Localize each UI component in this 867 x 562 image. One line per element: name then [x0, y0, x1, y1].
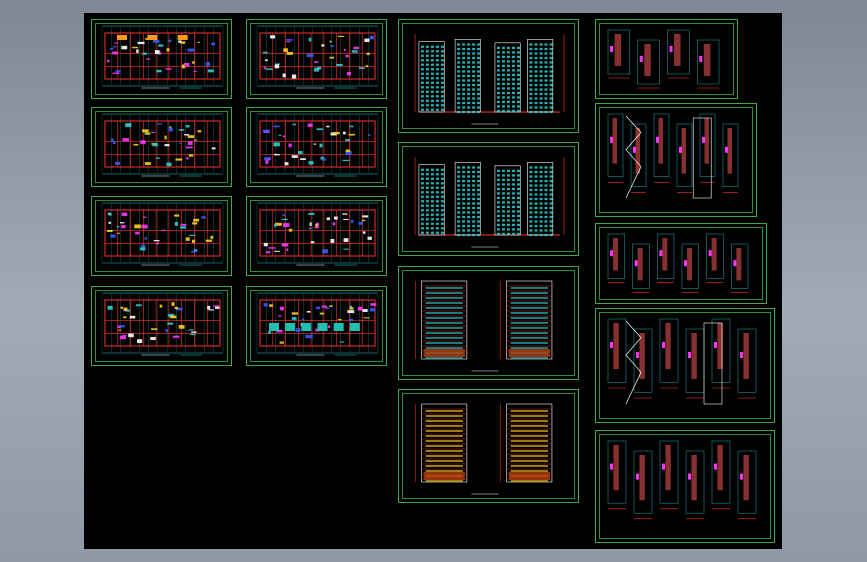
- sheet-elevation-sections[interactable]: [398, 389, 579, 503]
- sheet-inner-border: [402, 23, 575, 129]
- drawing-content: [607, 318, 757, 405]
- sheet-plan-right-3[interactable]: [246, 196, 387, 276]
- sheet-inner-border: [599, 107, 753, 213]
- drawing-content: [414, 157, 565, 248]
- sheet-inner-border: [599, 227, 763, 300]
- sheet-inner-border: [95, 111, 228, 183]
- sheet-inner-border: [599, 434, 771, 539]
- sheet-plan-left-2[interactable]: [91, 107, 232, 187]
- sheet-inner-border: [402, 393, 575, 499]
- sheet-elevation-sides[interactable]: [398, 266, 579, 380]
- drawing-content: [607, 29, 720, 89]
- drawing-content: [607, 113, 739, 199]
- sheet-plan-right-4[interactable]: [246, 286, 387, 366]
- sheet-detail-nodes[interactable]: [595, 223, 767, 304]
- sheet-inner-border: [402, 270, 575, 376]
- drawing-content: [256, 25, 379, 89]
- sheet-plan-right-1[interactable]: [246, 19, 387, 99]
- sheet-inner-border: [250, 23, 383, 95]
- sheet-inner-border: [95, 200, 228, 272]
- sheet-inner-border: [599, 23, 734, 95]
- drawing-content: [415, 280, 553, 372]
- sheet-inner-border: [95, 23, 228, 95]
- sheet-inner-border: [402, 146, 575, 252]
- sheet-plan-right-2[interactable]: [246, 107, 387, 187]
- sheet-plan-left-3[interactable]: [91, 196, 232, 276]
- drawing-content: [256, 292, 379, 356]
- drawing-content: [256, 202, 379, 266]
- drawing-content: [101, 202, 224, 266]
- drawing-content: [101, 113, 224, 177]
- sheet-inner-border: [250, 111, 383, 183]
- sheet-detail-walls[interactable]: [595, 19, 738, 99]
- sheet-plan-left-4[interactable]: [91, 286, 232, 366]
- drawing-canvas[interactable]: [84, 13, 782, 549]
- drawing-content: [415, 403, 553, 495]
- sheet-inner-border: [95, 290, 228, 362]
- sheet-detail-windows[interactable]: [595, 430, 775, 543]
- drawing-content: [607, 440, 757, 520]
- sheet-plan-left-1[interactable]: [91, 19, 232, 99]
- drawing-content: [414, 34, 565, 125]
- drawing-content: [607, 233, 749, 293]
- sheet-inner-border: [250, 290, 383, 362]
- sheet-inner-border: [599, 312, 771, 419]
- drawing-content: [101, 25, 224, 89]
- drawing-content: [256, 113, 379, 177]
- sheet-elevation-rear[interactable]: [398, 142, 579, 256]
- sheet-detail-stair[interactable]: [595, 103, 757, 217]
- drawing-content: [101, 292, 224, 356]
- sheet-elevation-front[interactable]: [398, 19, 579, 133]
- sheet-inner-border: [250, 200, 383, 272]
- sheet-detail-stair-wall[interactable]: [595, 308, 775, 423]
